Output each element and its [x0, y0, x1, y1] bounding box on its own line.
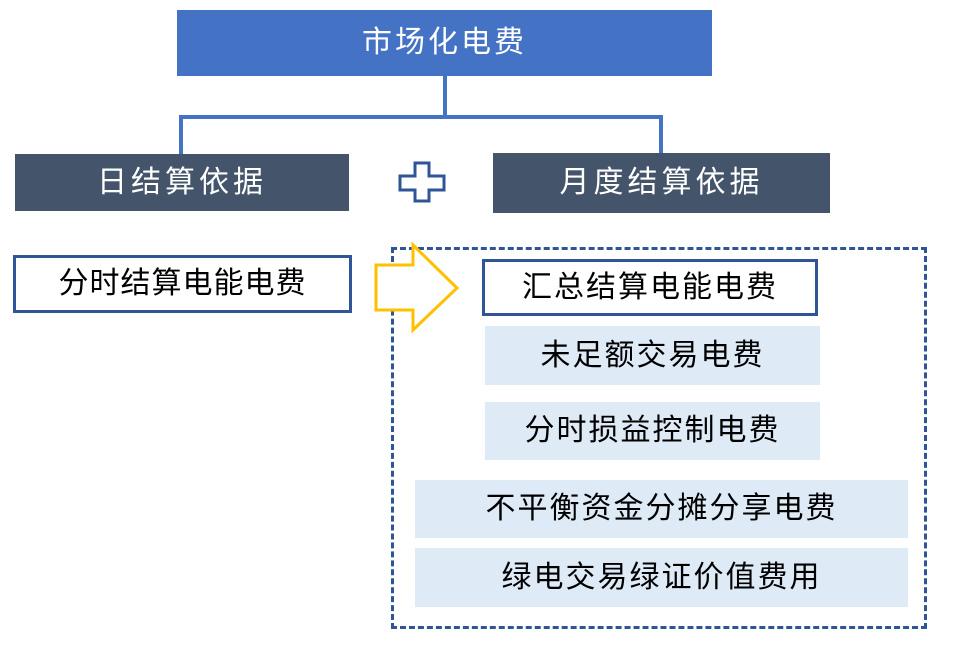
branch-node-monthly: 月度结算依据	[493, 153, 830, 213]
monthly-item-shortfall: 未足额交易电费	[485, 326, 820, 385]
monthly-item-label: 分时损益控制电费	[524, 414, 781, 447]
monthly-item-tou-gainloss: 分时损益控制电费	[485, 402, 820, 460]
daily-fee-label: 分时结算电能电费	[58, 267, 307, 300]
root-node-market-fee: 市场化电费	[177, 10, 712, 76]
root-node-label: 市场化电费	[362, 26, 527, 59]
branch-node-daily: 日结算依据	[15, 154, 349, 211]
connector-drop-left	[179, 115, 183, 155]
branch-daily-label: 日结算依据	[97, 165, 267, 199]
monthly-item-label: 不平衡资金分摊分享电费	[485, 492, 838, 525]
monthly-item-label: 绿电交易绿证价值费用	[501, 560, 822, 594]
monthly-group-container	[391, 247, 927, 629]
monthly-item-label: 未足额交易电费	[540, 338, 765, 372]
plus-icon	[398, 161, 446, 203]
arrow-right-icon	[372, 241, 460, 333]
connector-stem	[443, 76, 447, 117]
connector-drop-right	[659, 115, 663, 153]
branch-monthly-label: 月度结算依据	[559, 166, 764, 199]
monthly-item-summary: 汇总结算电能电费	[482, 259, 818, 316]
monthly-item-label: 汇总结算电能电费	[522, 270, 778, 304]
monthly-item-imbalance: 不平衡资金分摊分享电费	[415, 480, 908, 538]
monthly-item-green-cert: 绿电交易绿证价值费用	[415, 548, 908, 607]
connector-horizontal	[179, 115, 663, 119]
daily-fee-node: 分时结算电能电费	[13, 255, 352, 313]
